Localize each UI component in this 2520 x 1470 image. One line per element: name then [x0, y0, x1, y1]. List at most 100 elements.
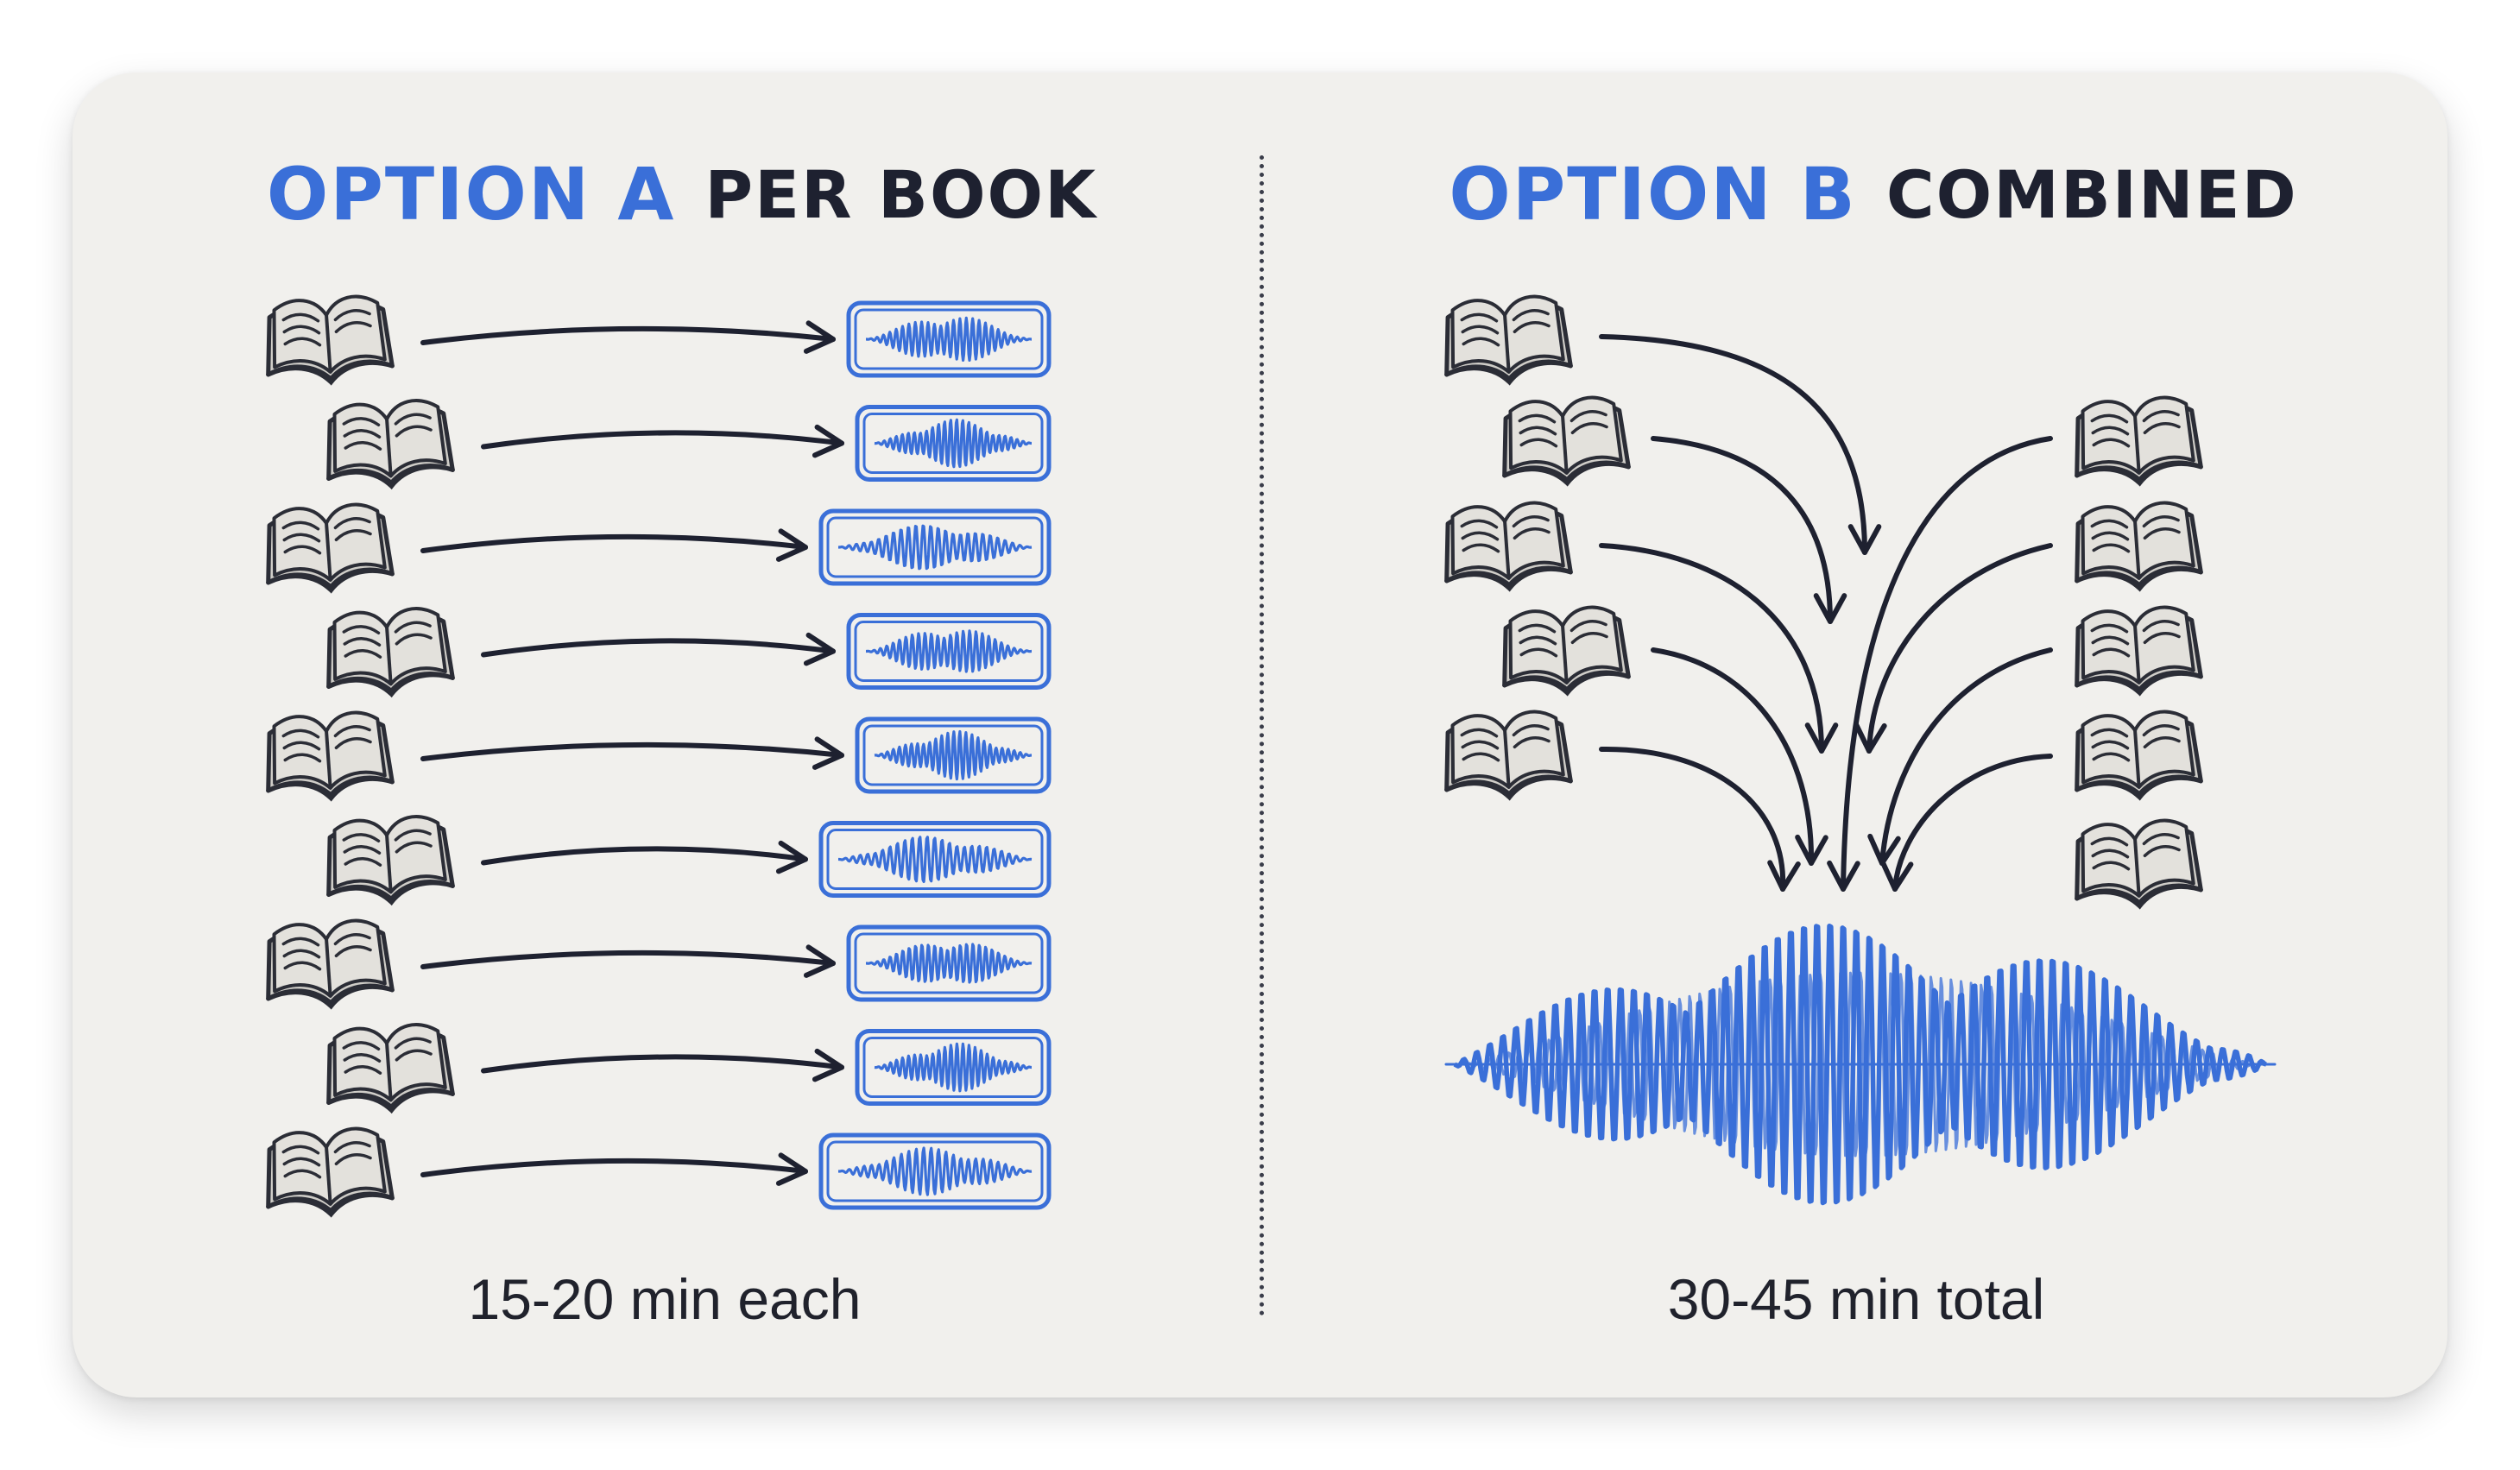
audio-clip-inner — [854, 621, 1044, 682]
arrow-head — [1854, 722, 1887, 754]
audio-clip-inner — [826, 829, 1044, 890]
arrow-line — [481, 846, 808, 866]
book-icon — [263, 918, 393, 1011]
audio-clip — [855, 405, 1052, 482]
audio-clip-frame — [855, 405, 1052, 482]
arrow-head — [803, 632, 836, 666]
arrow-line — [481, 430, 844, 450]
combined-waveform — [1444, 923, 2277, 1206]
book-icon — [1500, 605, 1629, 697]
book-icon — [1442, 501, 1571, 593]
arrow-line — [1599, 334, 1867, 555]
book-icon — [324, 606, 453, 698]
book-icon — [1500, 395, 1629, 488]
audio-clip — [818, 1132, 1052, 1210]
arrow-line — [1879, 647, 2053, 866]
audio-clip — [846, 613, 1052, 690]
arrow-head — [1847, 524, 1882, 555]
audio-clip-frame — [818, 508, 1052, 586]
audio-clip-frame — [855, 716, 1052, 794]
arrow-head — [803, 944, 836, 978]
arrow-line — [1599, 746, 1786, 892]
waveform-icon — [865, 629, 1033, 673]
arrow-head — [803, 320, 836, 354]
arrow-head — [775, 840, 808, 874]
waveform-icon — [874, 418, 1033, 469]
waveform-icon — [874, 1042, 1033, 1093]
book-icon — [2072, 710, 2201, 802]
waveform-icon — [837, 836, 1033, 883]
arrow-head — [812, 424, 844, 458]
option-a-title: PER BOOK — [704, 155, 1098, 233]
audio-clip-frame — [818, 1132, 1052, 1210]
option-b-title: COMBINED — [1885, 155, 2298, 233]
arrow-head — [1767, 860, 1801, 892]
arrow-head — [775, 1152, 808, 1186]
audio-clip-inner — [854, 308, 1044, 370]
option-b-heading: OPTION B COMBINED — [1399, 147, 2348, 242]
book-icon — [2072, 501, 2201, 593]
arrow-head — [1795, 834, 1828, 866]
arrow-line — [420, 533, 808, 553]
waveform-icon — [865, 943, 1033, 984]
arrow-line — [1651, 647, 1815, 866]
book-icon — [2072, 605, 2201, 697]
option-a-heading: OPTION A PER BOOK — [242, 147, 1122, 242]
dotted-divider — [1260, 155, 1264, 1316]
audio-clip-inner — [862, 1037, 1044, 1098]
book-icon — [263, 502, 393, 595]
arrow-head — [812, 736, 844, 770]
audio-clip-frame — [846, 613, 1052, 690]
book-icon — [2072, 395, 2201, 488]
audio-clip — [855, 1029, 1052, 1106]
audio-clip-inner — [854, 932, 1044, 994]
book-icon — [324, 398, 453, 490]
arrow-line — [1866, 543, 2053, 754]
arrow-line — [1651, 436, 1833, 624]
waveform-icon — [874, 729, 1033, 781]
audio-clip-inner — [826, 1140, 1044, 1202]
waveform-icon — [865, 316, 1033, 362]
audio-clip — [846, 300, 1052, 378]
arrow-line — [420, 325, 836, 345]
book-icon — [2072, 818, 2201, 911]
waveform-icon — [837, 1146, 1033, 1196]
arrow-head — [775, 528, 808, 562]
book-icon — [324, 1022, 453, 1114]
waveform-icon — [1453, 923, 2267, 1206]
option-a-caption: 15-20 min each — [468, 1267, 862, 1331]
arrow-line — [420, 741, 844, 761]
book-icon — [324, 814, 453, 906]
book-icon — [263, 1126, 393, 1219]
audio-clip-frame — [855, 1029, 1052, 1106]
audio-clip-inner — [826, 516, 1044, 578]
arrow-line — [481, 638, 836, 658]
arrow-head — [1813, 593, 1847, 624]
audio-clip — [855, 716, 1052, 794]
audio-clip-inner — [862, 413, 1044, 474]
arrow-column-a — [420, 320, 844, 1186]
audio-column-a — [818, 300, 1052, 1210]
option-a-label: OPTION A — [266, 152, 676, 237]
arrow-line — [420, 950, 836, 969]
arrow-head — [1827, 860, 1860, 892]
waveform-icon — [837, 524, 1033, 571]
audio-clip-frame — [818, 821, 1052, 898]
audio-clip-frame — [846, 924, 1052, 1002]
arrow-head — [1879, 860, 1914, 892]
arrow-line — [1599, 543, 1824, 754]
audio-clip — [818, 821, 1052, 898]
book-icon — [263, 710, 393, 803]
arrow-group-b — [1599, 334, 2053, 892]
waveform-layer — [1462, 971, 2258, 1158]
option-b-label: OPTION B — [1449, 152, 1857, 237]
arrow-line — [1892, 754, 2053, 892]
arrow-line — [481, 1054, 844, 1074]
book-icon — [1442, 294, 1571, 387]
arrow-head — [812, 1048, 844, 1082]
arrow-head — [1804, 722, 1839, 754]
audio-clip — [846, 924, 1052, 1002]
arrow-line — [420, 1158, 808, 1177]
book-icon — [1442, 710, 1571, 802]
